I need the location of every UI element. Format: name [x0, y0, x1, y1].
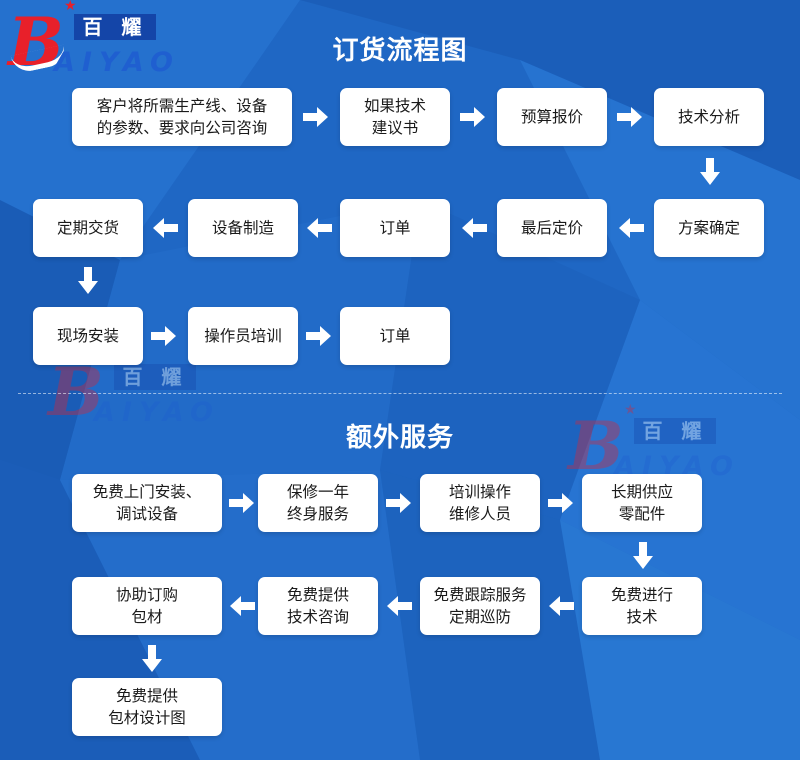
watermark-letter-b: B [48, 353, 104, 431]
arrow-left-icon [549, 596, 574, 616]
ordering-step-plan-confirm: 方案确定 [654, 199, 764, 257]
arrow-left-icon [153, 218, 178, 238]
extra-step-spare-parts: 长期供应 零配件 [582, 474, 702, 532]
extra-step-packaging-design: 免费提供 包材设计图 [72, 678, 222, 736]
arrow-right-icon [151, 326, 176, 346]
arrow-down-icon [78, 267, 98, 294]
extra-step-onsite-install: 免费上门安装、 调试设备 [72, 474, 222, 532]
arrow-left-icon [307, 218, 332, 238]
ordering-step-delivery: 定期交货 [33, 199, 143, 257]
ordering-step-quote: 预算报价 [497, 88, 607, 146]
ordering-process-title: 订货流程图 [332, 36, 468, 66]
watermark-star-icon: ★ [624, 402, 637, 418]
watermark-chinese-name: 百 耀 [114, 364, 196, 390]
arrow-right-icon [303, 107, 328, 127]
arrow-left-icon [462, 218, 487, 238]
ordering-step-order: 订单 [340, 199, 450, 257]
logo-star-icon: ★ [64, 0, 77, 14]
arrow-right-icon [460, 107, 485, 127]
extra-step-free-tech: 免费进行 技术 [582, 577, 702, 635]
extra-services-title: 额外服务 [345, 423, 454, 453]
arrow-right-icon [548, 493, 573, 513]
logo-english-name: AIYAO [54, 47, 180, 78]
ordering-step-consult: 客户将所需生产线、设备 的参数、要求向公司咨询 [72, 88, 292, 146]
logo-letter-b: B [8, 3, 64, 81]
ordering-step-manufacture: 设备制造 [188, 199, 298, 257]
arrow-left-icon [387, 596, 412, 616]
ordering-step-training: 操作员培训 [188, 307, 298, 365]
arrow-down-icon [633, 542, 653, 569]
extra-step-staff-training: 培训操作 维修人员 [420, 474, 540, 532]
extra-step-warranty: 保修一年 终身服务 [258, 474, 378, 532]
extra-step-tracking: 免费跟踪服务 定期巡防 [420, 577, 540, 635]
ordering-step-proposal: 如果技术 建议书 [340, 88, 450, 146]
section-divider [18, 393, 782, 394]
arrow-right-icon [306, 326, 331, 346]
ordering-step-order-final: 订单 [340, 307, 450, 365]
arrow-left-icon [230, 596, 255, 616]
arrow-left-icon [619, 218, 644, 238]
watermark-logo: B ★ 百 耀 AIYAO [48, 348, 213, 437]
extra-step-tech-consult: 免费提供 技术咨询 [258, 577, 378, 635]
watermark-chinese-name: 百 耀 [634, 418, 716, 444]
arrow-down-icon [142, 645, 162, 672]
arrow-down-icon [700, 158, 720, 185]
arrow-right-icon [386, 493, 411, 513]
ordering-step-final-price: 最后定价 [497, 199, 607, 257]
arrow-right-icon [229, 493, 254, 513]
ordering-step-analysis: 技术分析 [654, 88, 764, 146]
watermark-letter-b: B [568, 407, 624, 485]
ordering-step-installation: 现场安装 [33, 307, 143, 365]
watermark-english-name: AIYAO [94, 397, 220, 428]
arrow-right-icon [617, 107, 642, 127]
logo-chinese-name: 百 耀 [74, 14, 156, 40]
extra-step-packaging-order: 协助订购 包材 [72, 577, 222, 635]
brand-logo: B ★ 百 耀 AIYAO [8, 0, 173, 87]
